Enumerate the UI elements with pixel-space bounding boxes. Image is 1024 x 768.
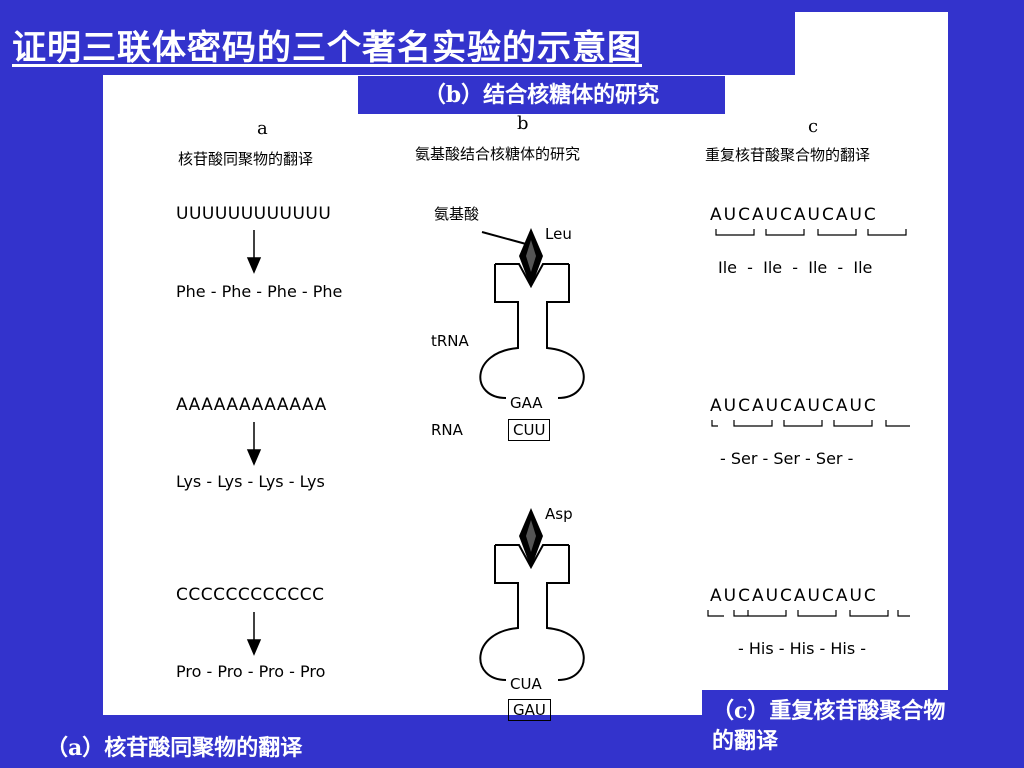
caption-c: （c）重复核苷酸聚合物的翻译 [702,690,956,768]
col-c-seq-3: AUCAUCAUCAUC [710,586,878,606]
col-a-protein-2: Lys - Lys - Lys - Lys [176,472,325,491]
col-c-letter: c [808,116,819,137]
col-c-protein-3: - His - His - His - [738,639,867,658]
asp-label: Asp [545,505,573,523]
caption-b: （b）结合核糖体的研究 [358,76,725,114]
leu-label: Leu [545,225,572,243]
col-c-subtitle: 重复核苷酸聚合物的翻译 [705,146,871,164]
codon-bottom-box: GAU [508,699,551,721]
figure-panel [103,75,948,715]
col-a-letter: a [257,118,268,139]
col-c-seq-1: AUCAUCAUCAUC [710,205,878,225]
rna-label: RNA [431,421,463,439]
col-c-protein-2: - Ser - Ser - Ser - [720,449,854,468]
codon-top-box: CUU [508,419,551,441]
col-b-letter: b [517,113,529,134]
amino-acid-label: 氨基酸 [434,205,480,223]
trna-label: tRNA [431,332,469,350]
col-a-protein-1: Phe - Phe - Phe - Phe [176,282,343,301]
panel-corner [795,12,948,82]
anticodon-top: GAA [510,394,543,412]
slide-title: 证明三联体密码的三个著名实验的示意图 [12,28,642,68]
col-c-protein-1: Ile - Ile - Ile - Ile [718,258,873,277]
col-a-seq-1: UUUUUUUUUUUU [176,204,332,224]
col-a-seq-3: CCCCCCCCCCCC [176,585,325,605]
caption-a: （a）核苷酸同聚物的翻译 [38,730,391,768]
col-a-seq-2: AAAAAAAAAAAA [176,395,327,415]
col-a-subtitle: 核苷酸同聚物的翻译 [178,150,314,168]
col-a-protein-3: Pro - Pro - Pro - Pro [176,662,326,681]
col-b-subtitle: 氨基酸结合核糖体的研究 [415,145,581,163]
col-c-seq-2: AUCAUCAUCAUC [710,396,878,416]
anticodon-bottom: CUA [510,675,542,693]
